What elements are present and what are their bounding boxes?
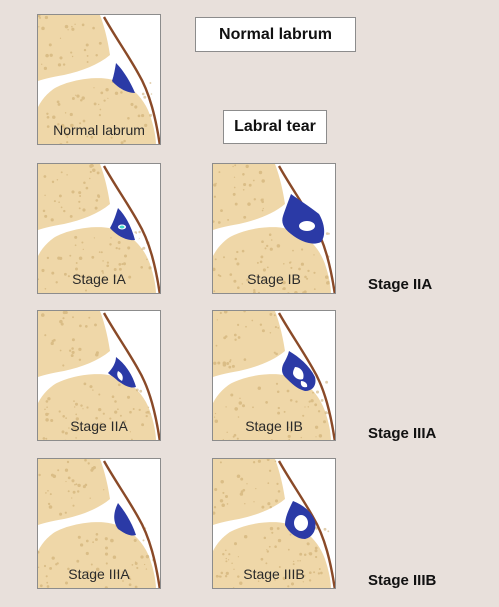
panel-label: Normal labrum — [53, 122, 145, 138]
labrum-shape — [114, 503, 136, 536]
normal-labrum-title: Normal labrum — [195, 17, 356, 52]
capsule-line — [277, 312, 335, 440]
acetabulum-bone — [213, 459, 285, 525]
bone-texture — [213, 164, 330, 293]
femoral-head-bone — [38, 225, 156, 293]
acetabulum-bone — [38, 311, 110, 377]
panel-label: Stage IIIA — [68, 566, 130, 582]
labrum — [282, 351, 316, 391]
bone-texture — [38, 15, 153, 144]
labrum — [110, 208, 135, 241]
labrum-cyst — [299, 221, 315, 231]
panel-stage-ia: Stage IA — [37, 163, 161, 294]
panel-stage-ib: Stage IB — [212, 163, 336, 294]
hip-joint-illustration — [213, 459, 335, 588]
capsule-line — [102, 460, 160, 588]
capsule-line — [102, 16, 160, 144]
panel-stage-iib: Stage IIB — [212, 310, 336, 441]
panel-normal-labrum: Normal labrum — [37, 14, 161, 145]
labrum-cavity — [293, 367, 304, 380]
panel-stage-iiia: Stage IIIA — [37, 458, 161, 589]
labrum-shape — [112, 63, 135, 93]
panel-label: Stage IA — [72, 271, 126, 287]
bone-texture — [213, 459, 330, 588]
labrum — [285, 501, 316, 539]
labral-tear-title: Labral tear — [223, 110, 327, 144]
labrum-shape — [108, 357, 136, 388]
side-label-stage-iiib: Stage IIIB — [368, 572, 437, 589]
hip-joint-illustration — [38, 459, 160, 588]
hip-joint-illustration — [38, 311, 160, 440]
panel-label: Stage IIA — [70, 418, 128, 434]
bone-texture — [38, 459, 156, 588]
side-label-stage-iiia: Stage IIIA — [368, 425, 437, 442]
panel-stage-iia: Stage IIA — [37, 310, 161, 441]
hip-joint-illustration — [38, 164, 160, 293]
panel-label: Stage IIB — [245, 418, 303, 434]
acetabulum-bone — [38, 164, 110, 230]
labrum-cavity — [300, 381, 308, 388]
panel-label: Stage IIIB — [243, 566, 305, 582]
panel-stage-iiib: Stage IIIB — [212, 458, 336, 589]
labrum — [112, 63, 135, 93]
capsule-line — [102, 165, 160, 293]
labrum-shape — [110, 208, 135, 241]
labrum — [114, 503, 136, 536]
labrum-cyst — [294, 515, 308, 531]
femoral-head-bone — [38, 76, 156, 144]
side-label-stage-iia: Stage IIA — [368, 276, 433, 293]
bone-texture — [41, 311, 151, 440]
labrum-cavity — [117, 371, 123, 381]
hip-joint-illustration — [213, 164, 335, 293]
labrum — [108, 357, 136, 388]
femoral-head-bone — [38, 520, 156, 588]
femoral-head-bone — [213, 225, 331, 293]
femoral-head-bone — [38, 372, 156, 440]
acetabulum-bone — [213, 311, 285, 377]
labrum — [282, 194, 325, 244]
acetabulum-bone — [213, 164, 285, 230]
hip-joint-illustration — [38, 15, 160, 144]
capsule-line — [102, 312, 160, 440]
hip-joint-illustration — [213, 311, 335, 440]
acetabulum-bone — [38, 15, 110, 81]
labrum-fluid — [119, 225, 125, 229]
panel-label: Stage IB — [247, 271, 301, 287]
labrum-shape — [282, 194, 325, 244]
bone-texture — [38, 164, 152, 292]
